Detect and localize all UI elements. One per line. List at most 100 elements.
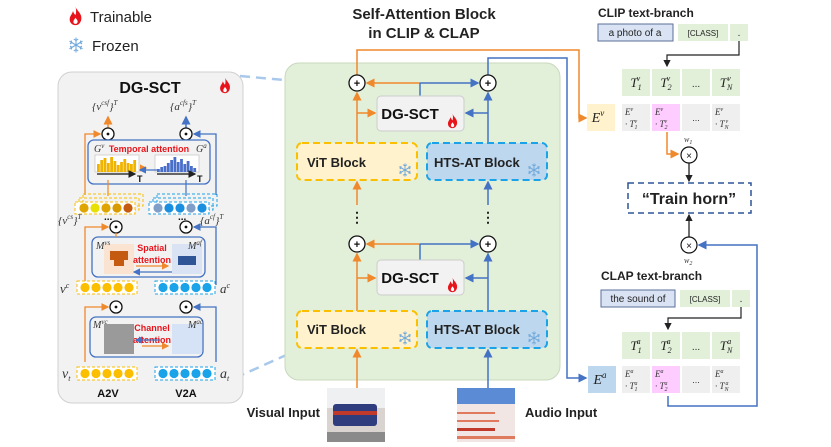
svg-text:.: . [738,28,741,39]
text-embedding-cell [622,332,650,359]
center-title-line1: Self-Attention Block [352,6,496,23]
dgsct-panel-title: DG-SCT [119,80,181,97]
svg-text:+: + [354,78,360,90]
svg-text:...: ... [692,375,700,385]
vit-block-top[interactable] [296,142,418,181]
spatial-ma-label: Maf [187,239,203,252]
audio-token [202,282,212,293]
legend: Trainable Frozen [68,6,152,55]
audio-token [202,368,212,379]
visual-token [113,368,123,379]
visual-token [90,203,100,213]
audio-token [180,282,190,293]
histogram-bar [190,166,193,172]
visual-token [101,203,111,213]
text-embedding-cell [712,332,740,359]
channel-label-1: Channel [134,323,170,333]
svg-text:...: ... [692,113,700,123]
svg-text:Ev: Ev [654,107,664,117]
histogram-bar [173,157,177,172]
text-embedding-cell [682,332,710,359]
histogram-bar [186,161,190,172]
htsat-block-bottom[interactable] [426,310,548,349]
clip-image-embedding [587,104,615,131]
vdots-audio: ⋮ [481,209,495,225]
histogram-bar [170,160,173,172]
time-axis-label-v: T [137,174,143,184]
svg-text:Ea: Ea [714,369,724,379]
channel-ma-label: Mac [187,318,204,331]
clap-text-branch: × w2 CLAP text-branch the sound of [CLAS… [588,213,758,407]
dgsct-module-bottom-label: DG-SCT [381,270,439,287]
a2v-label: A2V [97,388,119,400]
visual-input-image[interactable] [327,388,385,442]
svg-text:T1v: T1v [630,74,641,92]
temporal-ga-label: Ga [196,142,207,155]
htsat-block-top[interactable] [426,142,548,181]
histogram-bar [120,162,123,172]
similarity-cell [622,366,650,393]
text-embedding-cell [682,69,710,96]
histogram-bar [103,158,107,172]
histogram-bar [133,160,137,172]
dgsct-module-bottom[interactable] [376,259,465,296]
visual-token [112,203,122,213]
flame-icon [69,6,82,26]
histogram-bar [193,168,197,172]
dgsct-module-top[interactable] [376,95,465,132]
svg-text:.: . [740,294,743,305]
audio-token [158,282,168,293]
svg-text:· T1v: · T1v [625,119,638,131]
vit-block-bottom[interactable] [296,310,418,349]
clap-embedding-label: Ea [592,370,607,388]
visual-token [80,282,90,293]
histogram-bar [163,166,167,172]
svg-text:Ev: Ev [714,107,724,117]
htsat-block-bottom-label: HTS-AT Block [434,322,520,337]
svg-text:[CLASS]: [CLASS] [688,29,719,38]
similarity-cell [682,366,710,393]
audio-token [158,368,168,379]
audio-input-spectrogram[interactable] [457,388,515,442]
histogram-bar [160,167,164,172]
spatial-label-1: Spatial [137,243,167,253]
histogram-bar [126,163,130,172]
svg-text:T1a: T1a [630,337,641,355]
plus-node-visual-bottom [348,235,366,253]
visual-token [123,203,133,213]
weight-w2: w2 [684,256,692,267]
svg-text:...: ... [692,342,700,353]
mid-a-label: {acf}T [200,213,224,227]
weight-w1: w1 [684,135,692,146]
visual-token [124,368,134,379]
audio-token [153,203,163,213]
svg-text:[CLASS]: [CLASS] [690,295,721,304]
text-embedding-cell [652,332,680,359]
svg-text:×: × [686,241,692,252]
clap-prompt-prefix [600,289,676,308]
dgsct-detail-panel: DG-SCT {vcsf}T {acfs}T Gv Temporal atten… [57,71,244,404]
prediction-box [627,182,752,214]
clap-branch-title: CLAP text-branch [601,269,702,283]
channel-audio-map [172,324,202,354]
temporal-attention-label: Temporal attention [109,144,189,154]
audio-token [197,203,207,213]
self-attention-panel: Self-Attention Block in CLIP & CLAP + + … [247,6,598,442]
clap-prompt-class [680,290,730,307]
temporal-attention-box [87,139,211,185]
legend-trainable-label: Trainable [90,9,152,26]
svg-text:+: + [485,239,491,251]
histogram-bar [157,169,160,172]
histogram-bar [106,163,110,172]
audio-token [175,203,185,213]
at-label: at [220,367,230,383]
visual-token [102,282,112,293]
clip-prompt-class [678,24,728,41]
clip-prompt-prefix [597,23,674,42]
temporal-audio-histogram [154,154,200,173]
